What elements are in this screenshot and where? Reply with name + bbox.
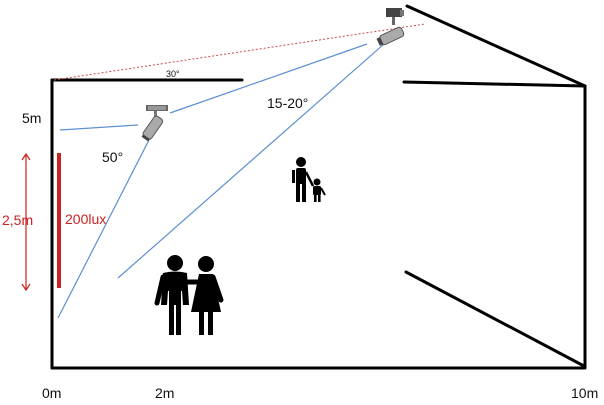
beam-near-upper xyxy=(59,124,139,131)
camera-near-icon xyxy=(141,105,168,142)
couple-icon xyxy=(154,255,224,335)
right-slope-top xyxy=(405,4,587,88)
right-slope-bottom xyxy=(404,270,586,368)
beam-far-upper xyxy=(169,43,368,114)
angle-right-label: 15-20° xyxy=(267,95,308,111)
angle-top-label: 30° xyxy=(166,69,180,79)
x-0m-label: 0m xyxy=(42,385,61,401)
dotted-sightline xyxy=(53,23,426,81)
x-10m-label: 10m xyxy=(571,385,598,401)
roof-right xyxy=(402,80,587,88)
height-5m-label: 5m xyxy=(22,110,41,126)
beam-far-lower xyxy=(117,43,385,279)
beam-near-lower xyxy=(57,137,151,319)
angle-left-label: 50° xyxy=(102,149,123,165)
vertical-2-5m-label: 2,5m xyxy=(2,212,33,228)
camera-beams xyxy=(57,43,385,319)
x-2m-label: 2m xyxy=(155,385,174,401)
height-measure xyxy=(21,152,31,292)
lux-label: 200lux xyxy=(65,211,106,227)
adult-with-child-icon xyxy=(292,157,326,202)
lux-bar xyxy=(57,153,61,288)
camera-far-icon xyxy=(376,8,405,46)
building-outline xyxy=(50,4,587,370)
